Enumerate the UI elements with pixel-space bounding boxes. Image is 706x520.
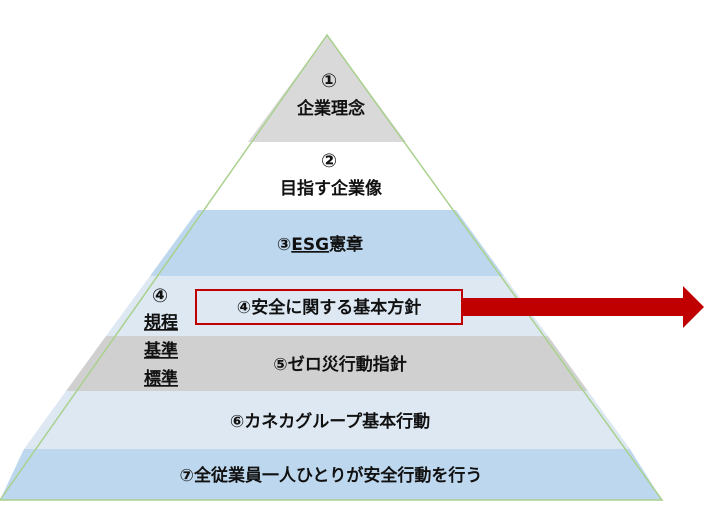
tier-3-suffix: 憲章 xyxy=(328,234,363,255)
highlight-box xyxy=(195,289,463,325)
tier-3-shape xyxy=(150,210,504,276)
right-arrow-icon xyxy=(463,286,704,328)
tier-2-shape xyxy=(198,142,456,210)
side-label-kijun: 基準 xyxy=(143,340,178,361)
tier-2-label: 目指す企業像 xyxy=(280,178,383,199)
tier-7-shape xyxy=(0,449,662,500)
tier-1-shape xyxy=(248,35,406,142)
tier-6-shape xyxy=(24,391,630,449)
pyramid-outline xyxy=(0,33,664,501)
tier-3-prefix: ③ xyxy=(277,235,291,255)
tier-6-label: ⑥カネカグループ基本行動 xyxy=(230,411,430,432)
side-label-kitei: 規程 xyxy=(144,313,178,333)
tier-4-number: ④ xyxy=(152,285,168,307)
tier-7-label: ⑦全従業員一人ひとりが安全行動を行う xyxy=(180,465,483,486)
tier-2-number: ② xyxy=(321,150,337,172)
tier-5-shape xyxy=(66,336,588,391)
tier-3-label: ③ESG憲章 xyxy=(277,234,363,255)
tier-3-esg: ESG xyxy=(291,235,329,255)
tier-4-highlight-label: ④安全に関する基本方針 xyxy=(237,297,421,318)
side-label-hyojun: 標準 xyxy=(144,368,178,389)
tier-5-label: ⑤ゼロ災行動指針 xyxy=(273,354,406,375)
tier-1-number: ① xyxy=(321,70,337,92)
tier-1-label: 企業理念 xyxy=(296,98,365,119)
